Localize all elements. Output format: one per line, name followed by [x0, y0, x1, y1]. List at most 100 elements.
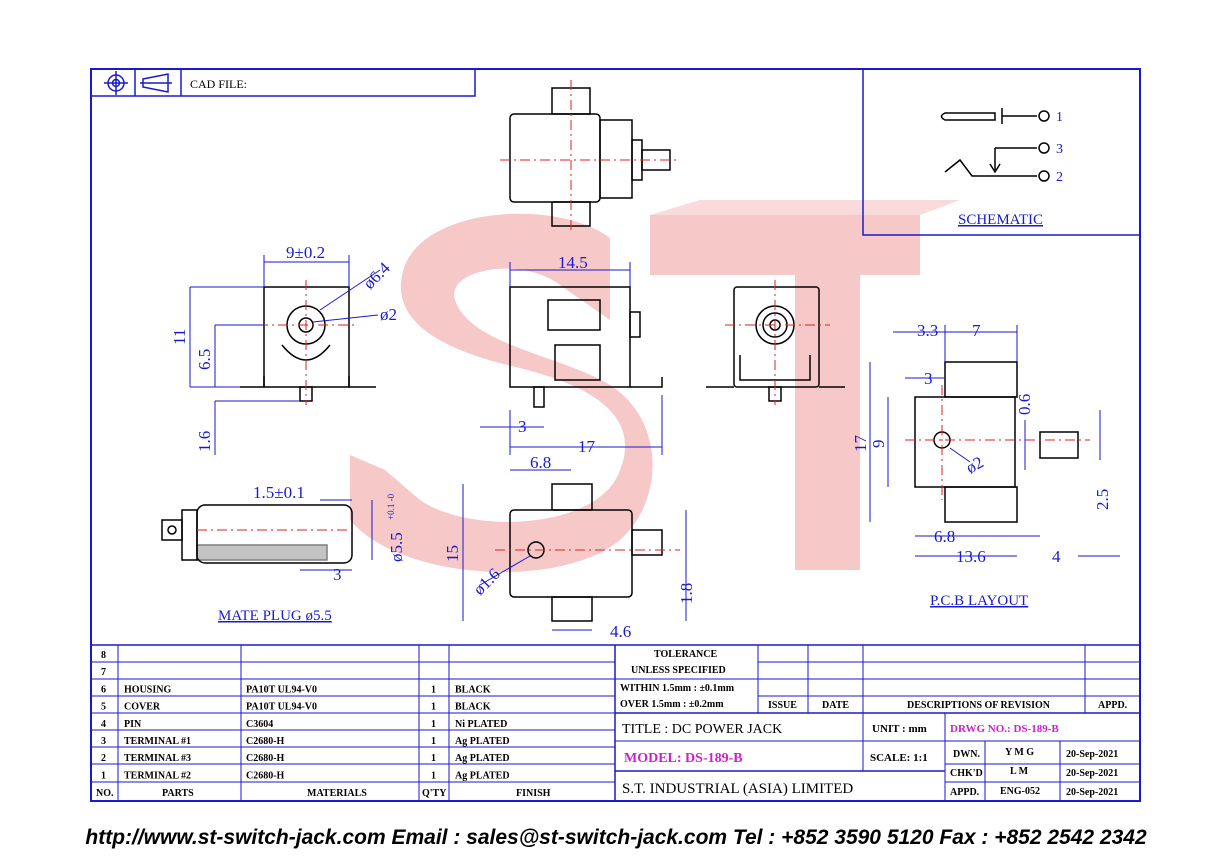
- side-view: 14.5 3 17: [480, 253, 663, 456]
- rear-view: [706, 280, 845, 405]
- pcb-dim-06: 0.6: [1015, 394, 1034, 415]
- parts-cell-finish: BLACK: [455, 702, 491, 713]
- side-dim-17: 17: [578, 437, 596, 456]
- parts-cell-material: PA10T UL94-V0: [246, 702, 317, 713]
- appd-label: APPD.: [950, 787, 980, 798]
- pcb-dim-d2: ø2: [963, 453, 987, 478]
- parts-header-qty: Q'TY: [422, 788, 447, 799]
- side-dim-3: 3: [518, 417, 527, 436]
- pcb-dim-25: 2.5: [1093, 489, 1112, 510]
- parts-cell-qty: 1: [431, 684, 436, 695]
- pcb-dim-33: 3.3: [917, 321, 938, 340]
- parts-cell-material: C2680-H: [246, 753, 285, 764]
- parts-table: NO. PARTS MATERIALS Q'TY FINISH 8 7 6 HOUSI…: [91, 644, 1140, 801]
- plug-dim-15tol: 1.5±0.1: [253, 483, 305, 502]
- parts-cell-part: COVER: [124, 702, 161, 713]
- parts-cell-part: TERMINAL #3: [124, 753, 191, 764]
- pcb-dim-9: 9: [869, 440, 888, 449]
- revision-issue: ISSUE: [768, 700, 797, 711]
- plug-label: MATE PLUG ø5.5: [218, 608, 332, 624]
- pcb-dim-136: 13.6: [956, 547, 986, 566]
- pcb-dim-17: 17: [851, 435, 870, 453]
- parts-cell-material: C2680-H: [246, 770, 285, 781]
- chk-date: 20-Sep-2021: [1066, 768, 1118, 779]
- parts-header-parts: PARTS: [162, 788, 194, 799]
- revision-descriptions: DESCRIPTIONS OF REVISION: [907, 700, 1051, 711]
- drwg-no-text: DRWG NO.: DS-189-B: [950, 723, 1059, 735]
- parts-cell-finish: Ag PLATED: [455, 753, 510, 764]
- parts-cell-no: 3: [101, 736, 106, 747]
- parts-cell-no: 2: [101, 753, 106, 764]
- parts-cell-qty: 1: [431, 770, 436, 781]
- tolerance-line2: UNLESS SPECIFIED: [631, 665, 726, 676]
- appd-date: 20-Sep-2021: [1066, 787, 1118, 798]
- parts-cell-part: PIN: [124, 719, 142, 730]
- dwn-date: 20-Sep-2021: [1066, 749, 1118, 760]
- tolerance-over: OVER 1.5mm : ±0.2mm: [620, 699, 724, 710]
- contact-footer: http://www.st-switch-jack.com Email : sa…: [85, 826, 1147, 849]
- front-dim-11: 11: [170, 329, 189, 345]
- dwn-value: Y M G: [1005, 747, 1034, 758]
- parts-cell-no: 1: [101, 770, 106, 781]
- parts-cell-no: 8: [101, 650, 106, 661]
- front-dim-width: 9±0.2: [286, 243, 325, 262]
- st-logo-watermark: ST: [350, 200, 960, 573]
- parts-cell-no: 6: [101, 684, 106, 695]
- revision-appd: APPD.: [1098, 700, 1128, 711]
- unit-text: UNIT : mm: [872, 723, 927, 735]
- parts-cell-part: HOUSING: [124, 684, 171, 695]
- side-dim-145: 14.5: [558, 253, 588, 272]
- parts-cell-no: 7: [101, 667, 106, 678]
- parts-cell-qty: 1: [431, 719, 436, 730]
- front-dim-16: 1.6: [195, 431, 214, 452]
- schematic-pin-2: 2: [1056, 170, 1063, 185]
- parts-cell-qty: 1: [431, 736, 436, 747]
- cad-file-label: CAD FILE:: [190, 77, 247, 91]
- bottom-dim-15: 15: [443, 545, 462, 562]
- chk-value: L M: [1010, 766, 1029, 777]
- dwn-label: DWN.: [953, 749, 980, 760]
- tolerance-line1: TOLERANCE: [654, 649, 717, 660]
- scale-text: SCALE: 1:1: [870, 752, 928, 764]
- title-text: TITLE : DC POWER JACK: [622, 722, 782, 737]
- parts-cell-finish: BLACK: [455, 684, 491, 695]
- bottom-dim-46: 4.6: [610, 622, 631, 641]
- plug-dim-3: 3: [333, 565, 342, 584]
- parts-cell-no: 4: [101, 719, 106, 730]
- pcb-dim-3: 3: [924, 369, 933, 388]
- parts-cell-finish: Ag PLATED: [455, 736, 510, 747]
- mate-plug-view: 1.5±0.1 ø5.5 +0.1 -0 3 MATE PLUG ø5.5: [161, 483, 406, 624]
- chk-label: CHK'D: [950, 768, 983, 779]
- bottom-dim-18: 1.8: [677, 583, 696, 604]
- front-dim-65: 6.5: [195, 349, 214, 370]
- cad-header: CAD FILE:: [90, 68, 476, 97]
- parts-cell-finish: Ni PLATED: [455, 719, 507, 730]
- revision-date: DATE: [822, 700, 849, 711]
- parts-cell-part: TERMINAL #1: [124, 736, 191, 747]
- tolerance-within: WITHIN 1.5mm : ±0.1mm: [620, 683, 735, 694]
- parts-header-no: NO.: [96, 788, 114, 799]
- parts-cell-material: PA10T UL94-V0: [246, 684, 317, 695]
- front-dim-d64: ø6.4: [359, 258, 394, 293]
- title-block: TOLERANCE UNLESS SPECIFIED WITHIN 1.5mm …: [615, 645, 1140, 801]
- pcb-dim-4: 4: [1052, 547, 1061, 566]
- parts-header-materials: MATERIALS: [307, 788, 367, 799]
- schematic-pin-1: 1: [1056, 110, 1063, 125]
- appd-value: ENG-052: [1000, 786, 1040, 797]
- parts-header-finish: FINISH: [516, 788, 551, 799]
- schematic-label: SCHEMATIC: [958, 212, 1043, 228]
- plug-dim-55: ø5.5: [387, 532, 406, 562]
- pcb-dim-7: 7: [972, 321, 981, 340]
- parts-cell-material: C3604: [246, 719, 273, 730]
- parts-cell-finish: Ag PLATED: [455, 770, 510, 781]
- pcb-dim-68: 6.8: [934, 527, 955, 546]
- bottom-dim-68: 6.8: [530, 453, 551, 472]
- schematic-pin-3: 3: [1056, 142, 1063, 157]
- projection-symbol-icon: [104, 71, 172, 95]
- pcb-label: P.C.B LAYOUT: [930, 593, 1028, 609]
- parts-cell-no: 5: [101, 702, 106, 713]
- company-name: S.T. INDUSTRIAL (ASIA) LIMITED: [622, 781, 853, 797]
- parts-cell-qty: 1: [431, 702, 436, 713]
